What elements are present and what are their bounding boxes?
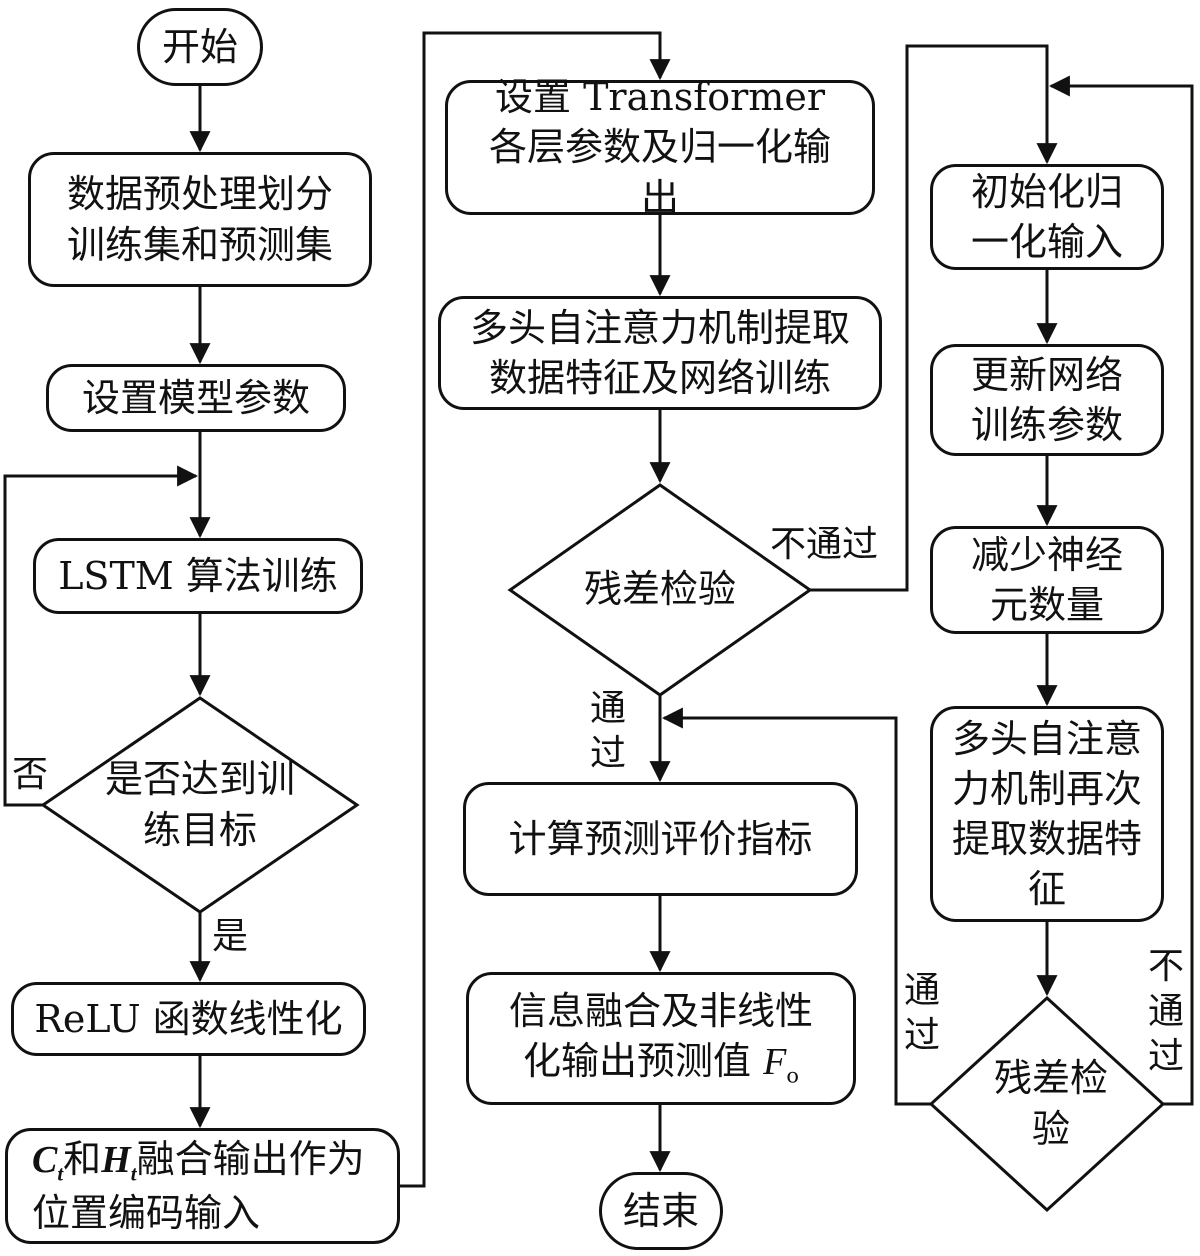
reach-target-text: 是否达到训练目标 xyxy=(104,756,295,852)
compute-metrics-box: 计算预测评价指标 xyxy=(463,782,858,896)
label-yes: 是 xyxy=(212,916,249,957)
h-subscript: t xyxy=(130,1161,137,1186)
label-fail-2: 不通过 xyxy=(1147,946,1184,1077)
reduce-neurons-box: 减少神经元数量 xyxy=(930,526,1164,634)
start-terminal: 开始 xyxy=(137,8,263,86)
multihead-again-box: 多头自注意力机制再次提取数据特征 xyxy=(930,706,1164,922)
arrow-pass-to-metrics xyxy=(661,707,931,1106)
loop-no-back-to-lstm xyxy=(3,465,199,807)
c-variable: C xyxy=(32,1138,58,1181)
lstm-train-box: LSTM 算法训练 xyxy=(33,538,363,614)
fusion-box: Ct和Ht融合输出作为位置编码输入 xyxy=(5,1128,400,1244)
residual-check-2-text: 残差检验 xyxy=(994,1055,1109,1151)
transformer-setup-box: 设置 Transformer 各层参数及归一化输出 xyxy=(445,75,875,220)
fusion-text: Ct和Ht融合输出作为位置编码输入 xyxy=(32,1134,373,1238)
arrow-fusion-to-transformer xyxy=(400,31,671,1188)
f-variable: F xyxy=(763,1041,787,1084)
label-pass-2: 通过 xyxy=(903,970,940,1056)
decision-diamond-residual-2 xyxy=(928,995,1166,1213)
set-params-box: 设置模型参数 xyxy=(46,364,346,432)
preprocess-box: 数据预处理划分训练集和预测集 xyxy=(28,152,372,287)
loop-fail-back-to-init xyxy=(1048,75,1194,1106)
fusion-rest-text: 融合输出作为位置编码输入 xyxy=(32,1136,365,1236)
label-no: 否 xyxy=(12,754,49,795)
and-text: 和 xyxy=(63,1136,102,1181)
relu-box: ReLU 函数线性化 xyxy=(11,982,366,1056)
residual-check-1-text: 残差检验 xyxy=(583,567,736,612)
info-fusion-box: 信息融合及非线性化输出预测值 Fo xyxy=(466,972,856,1105)
h-variable: H xyxy=(101,1138,131,1181)
label-pass-1: 通过 xyxy=(589,688,626,774)
c-subscript: t xyxy=(57,1161,64,1186)
init-norm-box: 初始化归一化输入 xyxy=(930,164,1164,270)
end-terminal: 结束 xyxy=(599,1172,723,1250)
arrow-fail-to-right-column xyxy=(810,44,1058,592)
multihead-extract-box: 多头自注意力机制提取数据特征及网络训练 xyxy=(438,296,882,410)
info-fusion-text: 信息融合及非线性化输出预测值 Fo xyxy=(508,989,813,1089)
label-fail-1: 不通过 xyxy=(770,524,879,565)
f-subscript: o xyxy=(786,1064,799,1089)
update-params-box: 更新网络训练参数 xyxy=(930,344,1164,456)
